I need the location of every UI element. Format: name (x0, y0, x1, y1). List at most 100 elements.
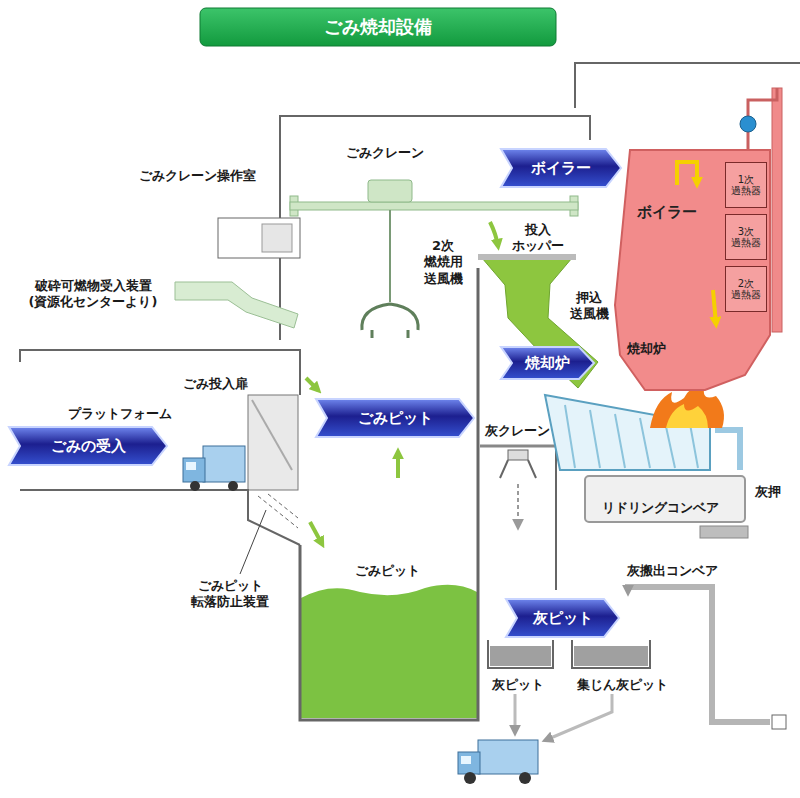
hopper-rim (478, 254, 576, 260)
truck-wheel (464, 772, 476, 784)
part-label-box: 灰押 (750, 481, 786, 500)
superheater-box: 2次 過熱器 (725, 266, 767, 312)
node-text: 灰ピット (533, 609, 593, 628)
truck-wheel (190, 481, 200, 491)
banner-arrow (501, 149, 621, 187)
flame (666, 404, 708, 428)
boiler-outline (615, 150, 770, 390)
ash-crane-rail (480, 445, 556, 448)
node-text: ごみの受入 (51, 437, 126, 456)
truck-window (461, 756, 471, 764)
truck-wheel (228, 481, 238, 491)
node-text: ボイラー (637, 203, 697, 222)
flow-arrow (546, 694, 612, 740)
conveyor-end (772, 715, 786, 729)
part-label-box: 破砕可燃物受入装置 (資源化センターより) (18, 278, 168, 311)
crane-rope (389, 210, 391, 302)
part-label: プラットフォーム (68, 406, 172, 422)
truck-cab (458, 752, 480, 774)
superheater-outline (726, 267, 767, 312)
title-text: ごみ焼却設備 (324, 15, 432, 39)
charging-door (248, 395, 298, 490)
part-label: 灰押 (755, 484, 781, 500)
crane-rail (290, 202, 578, 210)
part-label: 灰搬出コンベア (627, 563, 718, 579)
platform-roof (20, 350, 300, 395)
part-label: 焼却炉 (627, 341, 666, 357)
part-label-box: 灰クレーン (482, 420, 552, 439)
door-leaf (252, 400, 292, 470)
part-label-box: 灰ピット (488, 674, 548, 693)
flow-arrow (514, 694, 517, 732)
node-text: 3次 過熱器 (729, 226, 763, 249)
part-label: ごみクレーン操作室 (139, 168, 256, 184)
superheater-box: 3次 過熱器 (725, 214, 767, 260)
ash-fill (490, 646, 551, 666)
node-text: 焼却炉 (525, 354, 570, 373)
ash-pit-wall (572, 640, 650, 668)
flow-arrow (627, 588, 629, 592)
flow-arrow (490, 222, 498, 246)
crane-trolley (368, 180, 412, 202)
truck-body (203, 446, 245, 482)
part-label-box: ごみクレーン操作室 (135, 165, 260, 184)
ash-crane (508, 450, 528, 460)
leader-line (240, 510, 266, 574)
ash-conveyor-pipe (628, 587, 770, 722)
node-text: 2次 過熱器 (729, 278, 763, 301)
riddling-conveyor (585, 476, 745, 522)
part-label: ごみピット 転落防止装置 (180, 578, 280, 611)
feed-duct (175, 282, 298, 328)
gas-flow-arrow (677, 162, 697, 185)
part-label: ごみ投入扉 (183, 376, 248, 392)
air-duct (715, 430, 740, 470)
truck-body (478, 740, 538, 774)
part-label: ごみクレーン (346, 145, 424, 161)
superheater-outline (726, 215, 767, 260)
superheater-box: 1次 過熱器 (725, 162, 767, 208)
process-banner: ごみピット (315, 398, 475, 438)
ash-pit-wall (488, 640, 553, 668)
steam-drum (740, 116, 756, 132)
gas-flow-arrow (713, 290, 716, 324)
node-text: ボイラー (531, 159, 591, 178)
node-text: 1次 過熱器 (729, 174, 763, 197)
process-banner: 灰ピット (505, 598, 620, 638)
platform-floor (20, 490, 300, 545)
crane-grab (362, 304, 418, 338)
banner-arrow (9, 427, 167, 465)
part-label: 灰ピット (492, 677, 544, 693)
part-label: 集じん灰ピット (577, 677, 668, 693)
part-label-box: リドリングコンベア (598, 497, 723, 516)
ash-fill (574, 646, 648, 666)
truck-cab (183, 458, 205, 482)
process-banner: ごみの受入 (8, 426, 168, 466)
boiler-body: ボイラー 1次 過熱器 3次 過熱器 2次 過熱器 (585, 140, 780, 390)
banner-arrow (506, 599, 619, 637)
part-label: 押込 送風機 (566, 290, 612, 323)
part-label-box: ごみクレーン (340, 142, 430, 161)
part-label: 破砕可燃物受入装置 (資源化センターより) (18, 278, 168, 311)
boiler-riser (772, 88, 782, 332)
part-label-box: 2次 燃焼用 送風機 (418, 238, 468, 287)
superheater-outline (726, 163, 767, 208)
fall-guard (268, 494, 298, 518)
part-label-box: プラットフォーム (62, 403, 177, 422)
flow-arrow (306, 378, 318, 390)
crane-room (218, 218, 300, 258)
flow-arrow (517, 484, 519, 526)
refuse-pile (301, 585, 477, 718)
node-text: ごみピット (358, 409, 433, 428)
part-label-box: 押込 送風機 (566, 290, 612, 323)
truck-window (186, 462, 196, 470)
banner-arrow (501, 347, 594, 379)
part-label-box: ごみピット (350, 560, 425, 579)
part-label-box: ごみ投入扉 (178, 373, 253, 392)
part-label-box: 灰搬出コンベア (622, 560, 722, 579)
part-label: 投入 ホッパー (508, 222, 568, 255)
ash-extruder (700, 526, 748, 538)
part-label: リドリングコンベア (602, 500, 719, 516)
part-label-box: 焼却炉 (624, 338, 668, 357)
part-label: ごみピット (355, 563, 420, 579)
part-label: 2次 燃焼用 送風機 (418, 238, 468, 287)
